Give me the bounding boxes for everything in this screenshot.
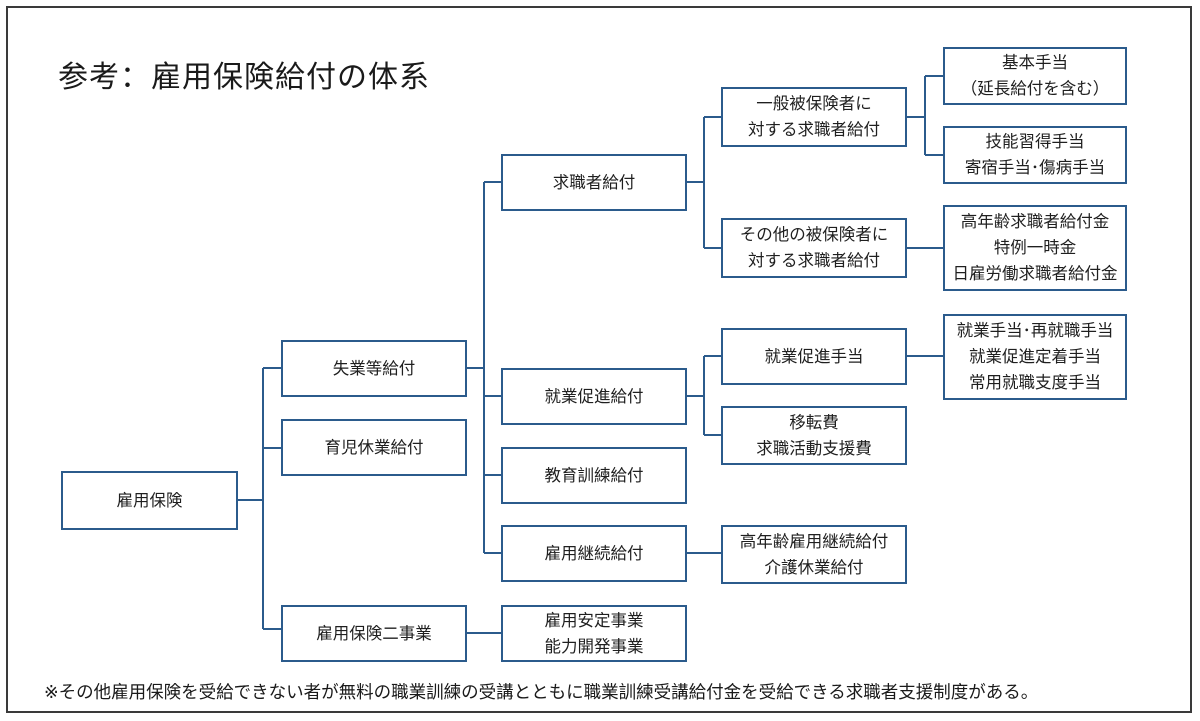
node-kyoiku-kunren-kyufu: 教育訓練給付 [501, 447, 687, 504]
node-label-line: 能力開発事業 [544, 636, 644, 656]
node-koyo-hoken: 雇用保険 [61, 471, 238, 530]
node-ikuji-kyugyo-kyufu: 育児休業給付 [281, 419, 467, 476]
footnote: ※その他雇用保険を受給できない者が無料の職業訓練の受講とともに職業訓練受講給付金… [44, 683, 1039, 703]
node-label-line: 就業促進定着手当 [969, 347, 1101, 366]
node-shugyo-sokushin-kyufu: 就業促進給付 [501, 368, 687, 425]
node-label-line: 日雇労働求職者給付金 [952, 264, 1118, 283]
node-gino-shutoku-teate: 技能習得手当寄宿手当･傷病手当 [943, 126, 1127, 184]
node-label-line: 就業促進手当 [764, 346, 864, 366]
node-shitsugyo-tou-kyufu: 失業等給付 [281, 340, 467, 397]
node-label-line: 移転費 [789, 412, 839, 432]
node-label-line: 教育訓練給付 [544, 465, 644, 485]
connector-general-insured [906, 75, 944, 156]
node-ippan-hihokensha: 一般被保険者に対する求職者給付 [721, 87, 907, 147]
node-label-line: 一般被保険者に [756, 94, 872, 113]
node-koyo-hoken-ni-jigyo: 雇用保険二事業 [281, 605, 467, 662]
node-label-line: 雇用継続給付 [544, 543, 644, 563]
node-kyushokusha-kyufu: 求職者給付 [501, 154, 687, 211]
connector-unemployment [466, 181, 502, 554]
node-label-line: 育児休業給付 [324, 437, 424, 457]
node-label-line: 対する求職者給付 [748, 251, 880, 270]
node-label-line: （延長給付を含む） [960, 79, 1110, 98]
node-shugyo-sokushin-teate: 就業促進手当 [721, 328, 907, 385]
diagram-frame [6, 6, 1192, 713]
connector-jobseeker [686, 116, 722, 249]
node-konenrei-kyushokusha: 高年齢求職者給付金特例一時金日雇労働求職者給付金 [943, 205, 1127, 291]
node-label-line: 特例一時金 [993, 238, 1077, 257]
node-label-line: 対する求職者給付 [748, 120, 880, 139]
node-label-line: 就業促進給付 [544, 386, 644, 406]
node-label-line: 求職活動支援費 [756, 438, 872, 458]
node-koyo-keizoku-detail: 高年齢雇用継続給付介護休業給付 [721, 525, 907, 584]
node-label-line: 求職者給付 [552, 172, 636, 192]
node-label-line: 常用就職支度手当 [969, 373, 1101, 392]
node-label-line: 雇用保険二事業 [316, 623, 432, 643]
node-shugyo-teate-detail: 就業手当･再就職手当就業促進定着手当常用就職支度手当 [943, 314, 1127, 400]
node-label-line: 介護休業給付 [764, 557, 864, 577]
node-label-line: 寄宿手当･傷病手当 [964, 158, 1106, 177]
connector-root [236, 367, 282, 630]
node-label-line: 高年齢雇用継続給付 [739, 531, 889, 551]
node-label-line: 高年齢求職者給付金 [960, 212, 1110, 231]
node-label-line: 基本手当 [1002, 53, 1068, 72]
node-koyo-antei-noryoku-kaihatsu: 雇用安定事業能力開発事業 [501, 605, 687, 662]
node-label-line: 就業手当･再就職手当 [956, 321, 1114, 340]
node-label-line: 技能習得手当 [985, 132, 1085, 151]
page-title: 参考：雇用保険給付の体系 [58, 60, 430, 95]
node-koyo-keizoku-kyufu: 雇用継続給付 [501, 525, 687, 582]
node-label-line: 雇用保険 [116, 490, 183, 510]
node-iten-hi: 移転費求職活動支援費 [721, 406, 907, 465]
node-label-line: その他の被保険者に [739, 225, 889, 244]
connector-reemployment [686, 355, 722, 436]
node-label-line: 雇用安定事業 [544, 610, 644, 630]
node-label-line: 失業等給付 [332, 358, 416, 378]
node-kihon-teate: 基本手当 （延長給付を含む） [943, 47, 1127, 105]
node-sonota-hihokensha: その他の被保険者に対する求職者給付 [721, 218, 907, 278]
